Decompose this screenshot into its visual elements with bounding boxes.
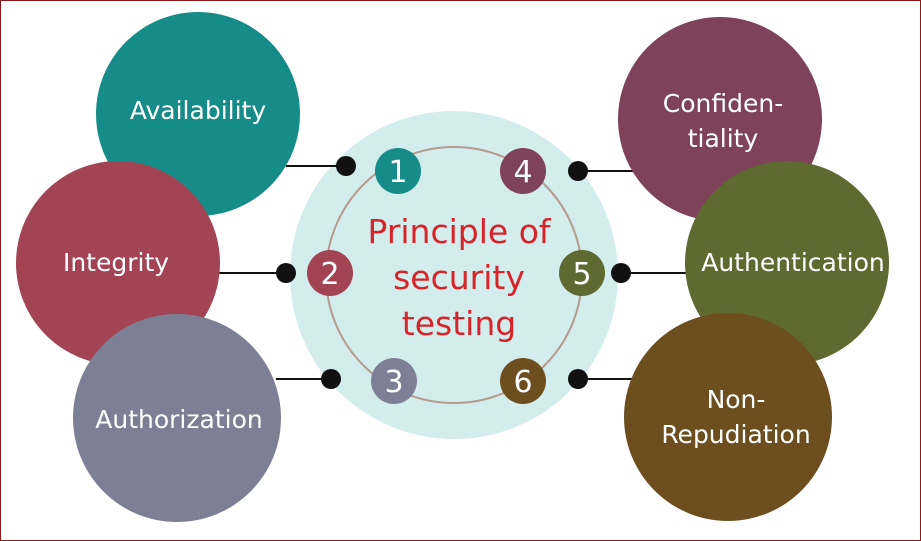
integrity-circle — [16, 161, 220, 365]
authorization-label: Authorization — [95, 405, 262, 434]
availability-label: Availability — [130, 96, 266, 125]
marker-circle-5 — [559, 250, 605, 296]
marker-circle-6 — [500, 358, 546, 404]
center-title-line-2: security — [393, 258, 525, 297]
marker-circle-4 — [500, 148, 546, 194]
marker-number-4: 4 — [513, 155, 532, 190]
marker-number-6: 6 — [513, 365, 532, 400]
marker-number-3: 3 — [384, 365, 403, 400]
connector-dot-3 — [321, 369, 341, 389]
confidentiality-label-line-2: tiality — [688, 124, 759, 153]
connector-dot-4 — [568, 161, 588, 181]
authorization-circle — [73, 314, 281, 522]
center-title-line-1: Principle of — [368, 212, 552, 251]
marker-circle-3 — [371, 358, 417, 404]
non-repudiation-label-line-1: Non- — [707, 385, 766, 414]
connector-dot-6 — [568, 369, 588, 389]
marker-number-1: 1 — [388, 155, 407, 190]
non-repudiation-label-line-2: Repudiation — [661, 420, 810, 449]
authentication-label: Authentication — [701, 248, 885, 277]
marker-circle-1 — [375, 148, 421, 194]
connector-dot-2 — [276, 263, 296, 283]
non-repudiation-circle — [624, 313, 832, 521]
center-circle — [290, 111, 618, 439]
connector-dot-1 — [336, 156, 356, 176]
center-title-line-3: testing — [402, 304, 516, 343]
marker-number-5: 5 — [572, 257, 591, 292]
marker-number-2: 2 — [320, 257, 339, 292]
integrity-label: Integrity — [63, 248, 169, 277]
confidentiality-label-line-1: Confiden- — [663, 89, 783, 118]
availability-circle — [96, 12, 300, 216]
connector-dots — [276, 156, 631, 389]
marker-circle-2 — [307, 250, 353, 296]
connector-dot-5 — [611, 263, 631, 283]
